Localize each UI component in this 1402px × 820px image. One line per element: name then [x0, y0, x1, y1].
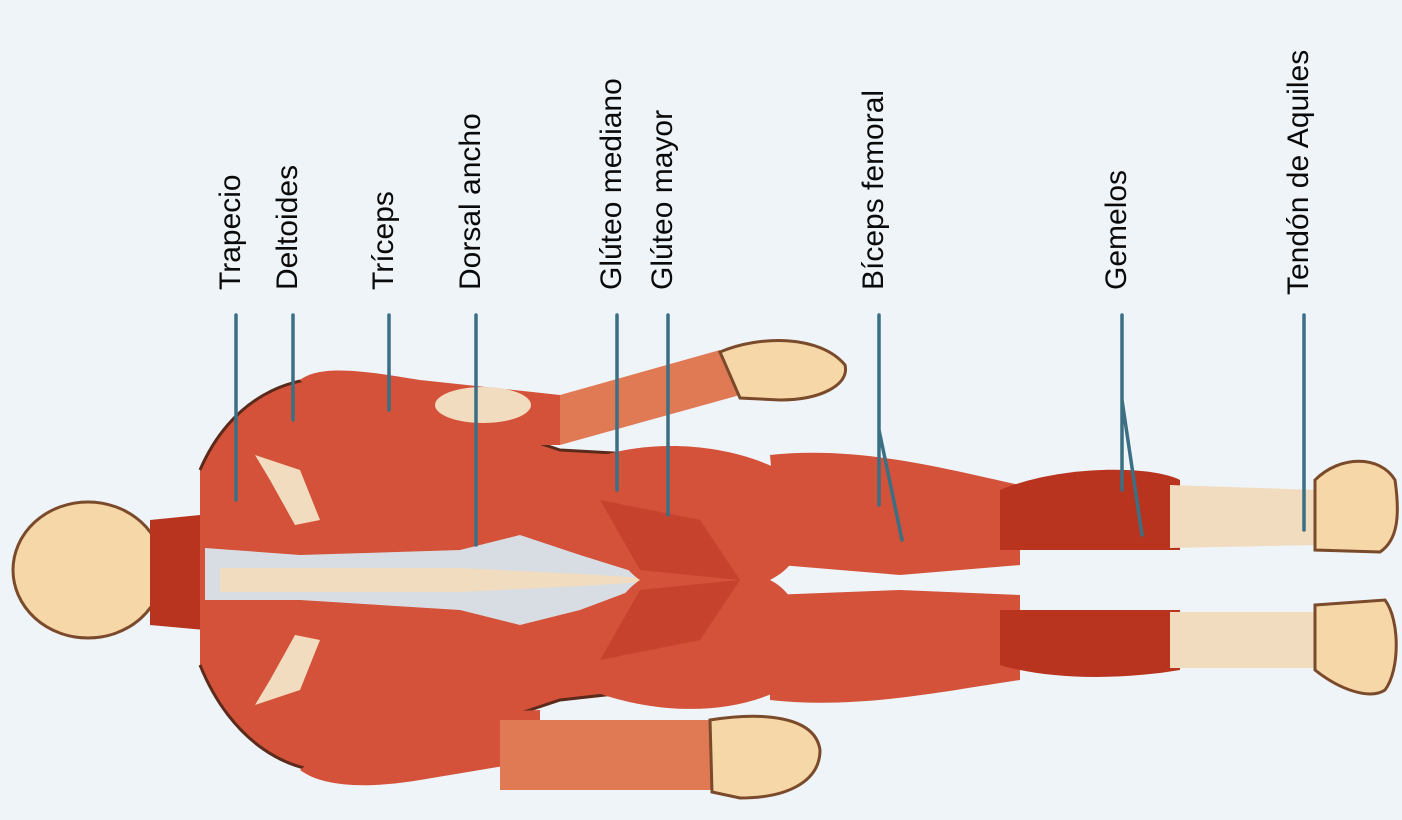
labels: Trapecio Deltoides Tríceps Dorsal ancho …: [214, 50, 1315, 295]
label-deltoides: Deltoides: [271, 165, 304, 290]
neck: [150, 515, 205, 630]
hand-top: [720, 341, 846, 400]
label-biceps-femoral: Bíceps femoral: [857, 90, 890, 290]
label-gluteo-mediano: Glúteo mediano: [595, 78, 628, 290]
label-gemelos: Gemelos: [1100, 170, 1133, 290]
thigh-bottom: [770, 590, 1020, 703]
calf-top: [1000, 470, 1180, 550]
label-dorsal-ancho: Dorsal ancho: [454, 113, 487, 290]
forearm-top: [560, 350, 740, 445]
label-triceps: Tríceps: [367, 191, 400, 290]
label-tendon-aquiles: Tendón de Aquiles: [1282, 50, 1315, 295]
lower-leg-bottom: [1170, 612, 1320, 668]
foot-bottom: [1315, 600, 1396, 694]
foot-top: [1315, 461, 1397, 552]
head: [13, 502, 163, 638]
hand-bottom: [710, 716, 820, 798]
human-body-figure: [13, 341, 1397, 798]
calf-bottom: [1000, 610, 1180, 677]
label-trapecio: Trapecio: [214, 174, 247, 290]
lower-leg-top: [1170, 485, 1320, 548]
forearm-bottom: [500, 720, 730, 790]
label-gluteo-mayor: Glúteo mayor: [646, 110, 679, 290]
